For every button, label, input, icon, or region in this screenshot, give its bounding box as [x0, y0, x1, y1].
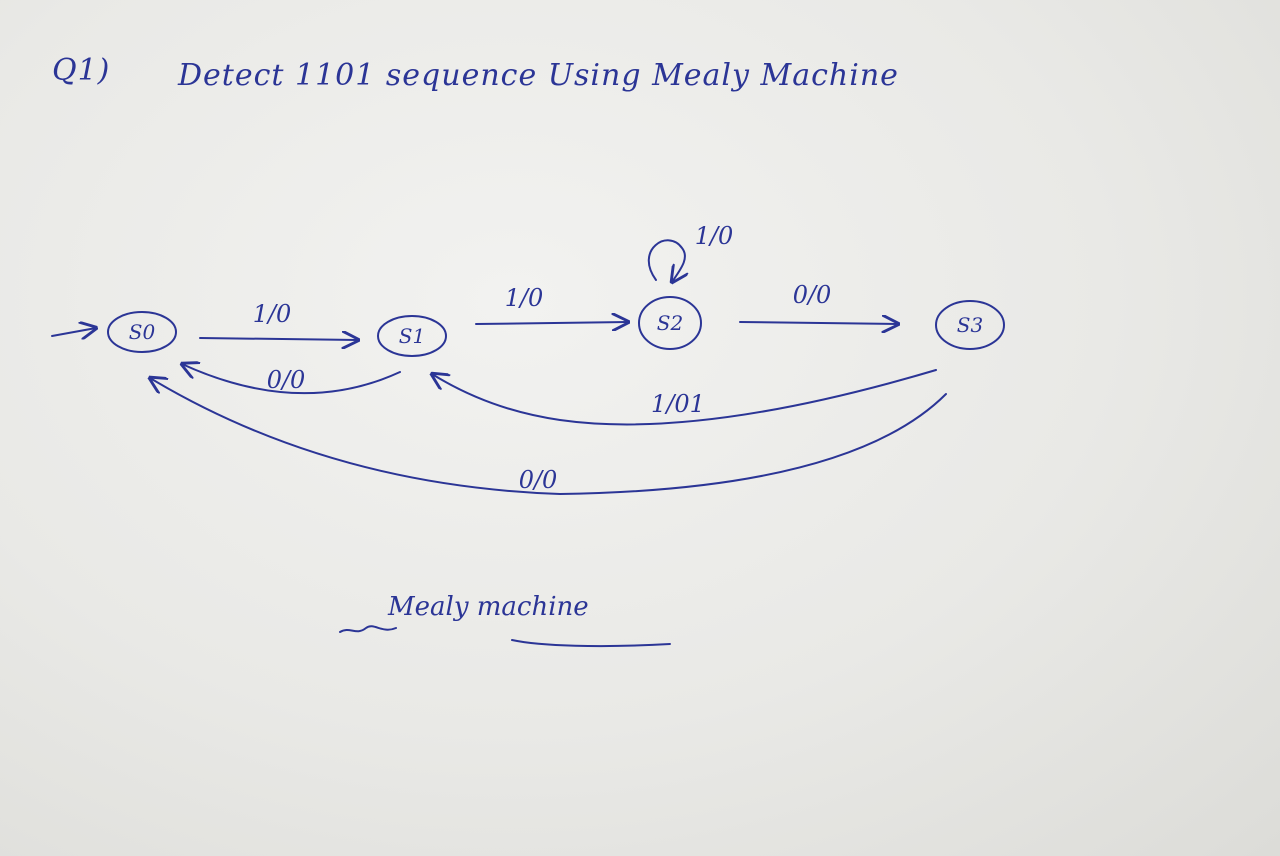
- initial-arrow: [51, 328, 96, 336]
- edge-s2-s3-label: 0/0: [793, 281, 832, 309]
- footer-underline: [339, 625, 671, 648]
- edge-s1-s2: [475, 322, 628, 324]
- state-s0-label: S0: [129, 320, 156, 344]
- state-s3-label: S3: [957, 313, 983, 337]
- edge-s1-s0: [182, 364, 401, 395]
- state-s2: S2: [638, 296, 702, 350]
- edge-s2-self-loop: [647, 239, 685, 282]
- state-s0-circle: [107, 311, 177, 353]
- edge-s2-s3: [739, 322, 898, 324]
- state-s1-circle: [377, 315, 447, 357]
- page-title: Detect 1101 sequence Using Mealy Machine: [177, 58, 899, 93]
- state-s1-label: S1: [399, 324, 425, 348]
- edge-s2-self-label: 1/0: [695, 222, 734, 250]
- state-s1: S1: [377, 315, 447, 357]
- state-s3-circle: [935, 300, 1005, 350]
- state-s3: S3: [935, 300, 1005, 350]
- edge-s3-s0: [150, 378, 947, 495]
- edge-s3-s1-label: 1/01: [651, 390, 705, 418]
- edge-s0-s1-label: 1/0: [253, 300, 292, 328]
- footer-caption: Mealy machine: [387, 592, 589, 622]
- edge-s3-s1: [432, 369, 937, 426]
- state-s0: S0: [107, 311, 177, 353]
- state-s2-label: S2: [657, 311, 683, 335]
- edge-s0-s1: [199, 338, 358, 340]
- edge-s1-s2-label: 1/0: [505, 284, 544, 312]
- edge-s3-s0-label: 0/0: [519, 466, 558, 494]
- state-s2-circle: [638, 296, 702, 350]
- question-number: Q1): [52, 53, 110, 88]
- edge-s1-s0-label: 0/0: [267, 366, 306, 394]
